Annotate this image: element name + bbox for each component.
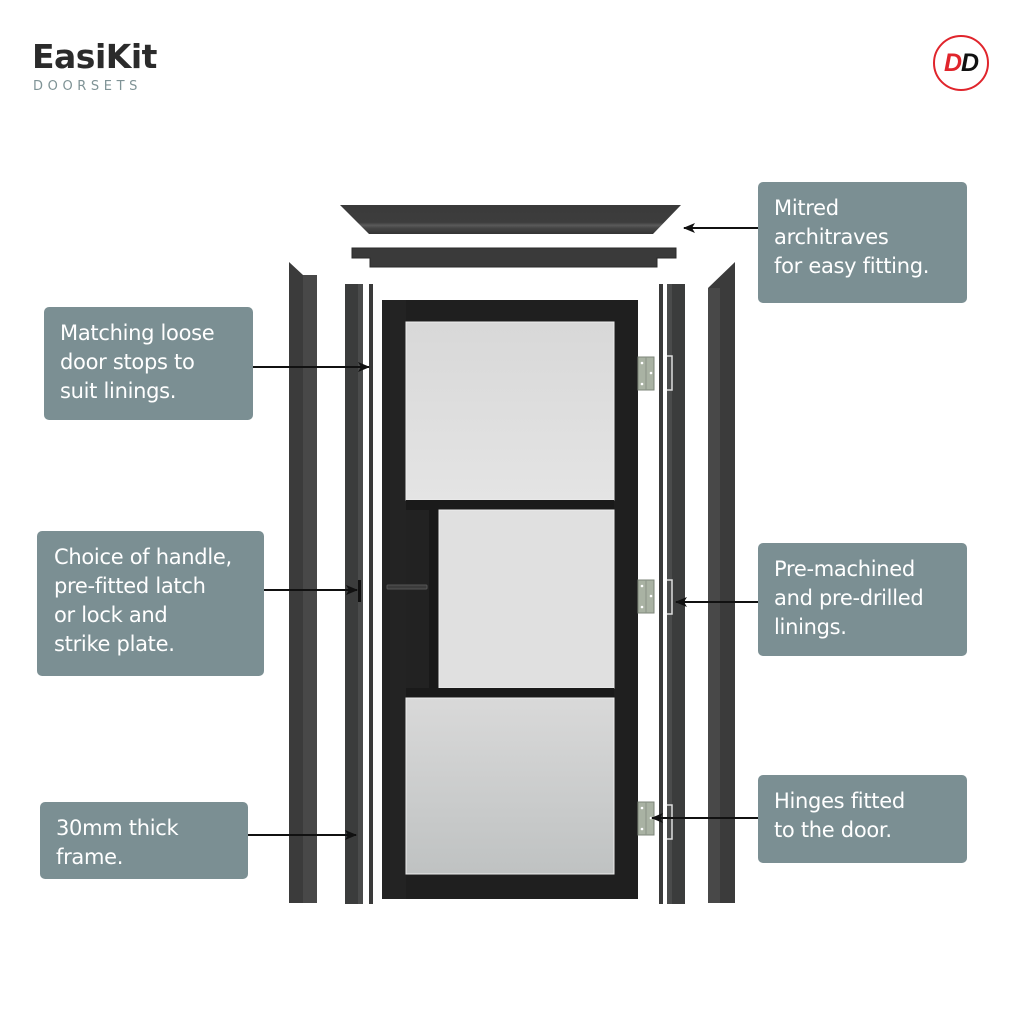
glass-panel-bottom — [405, 697, 615, 875]
hinge-top — [637, 356, 655, 391]
callout-door-stops: Matching loose door stops to suit lining… — [44, 307, 253, 420]
leader-arrows — [248, 223, 759, 840]
callout-hinges: Hinges fitted to the door. — [758, 775, 967, 863]
brand-logo-subtitle: DOORSETS — [33, 79, 142, 94]
callout-frame: 30mm thick frame. — [40, 802, 248, 879]
brand-logo-name: EasiKit — [32, 37, 157, 76]
glass-panel-middle — [438, 509, 615, 689]
left-lining — [345, 284, 373, 904]
dd-letter-red: D — [943, 48, 962, 77]
hinges — [637, 356, 655, 836]
head-lining — [351, 247, 677, 268]
dd-letter-black: D — [961, 48, 979, 77]
glass-panel-top — [405, 321, 615, 501]
door-leaf — [382, 300, 638, 899]
left-architrave — [289, 262, 317, 903]
callout-handle: Choice of handle, pre-fitted latch or lo… — [37, 531, 264, 676]
hinge-middle — [637, 579, 655, 614]
right-lining — [659, 284, 685, 904]
top-architrave — [340, 205, 681, 234]
callout-linings: Pre-machined and pre-drilled linings. — [758, 543, 967, 656]
right-architrave — [708, 262, 735, 903]
hinge-bottom — [637, 801, 655, 836]
callout-architraves: Mitred architraves for easy fitting. — [758, 182, 967, 303]
door-handle — [386, 584, 428, 590]
